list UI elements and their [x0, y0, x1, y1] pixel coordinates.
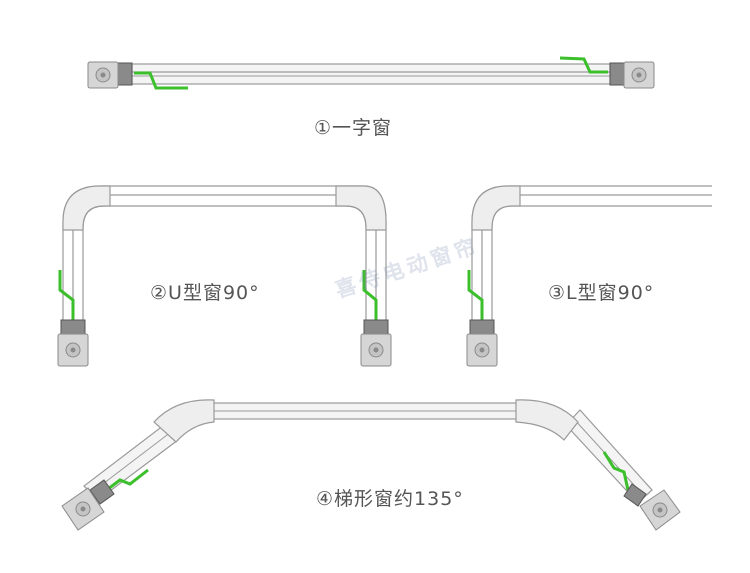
connector — [89, 479, 647, 507]
figure-label-u-shape: ②U型窗90° — [150, 282, 260, 304]
rail-corner-bend-icon — [153, 399, 579, 443]
curtain-motor-icon — [360, 333, 392, 367]
power-cable-icon — [467, 270, 484, 320]
rail — [83, 402, 653, 504]
power-cable-icon — [58, 270, 378, 320]
rail-corner-bend-icon — [62, 185, 387, 231]
figure-u-shape — [57, 185, 392, 367]
connector — [115, 62, 627, 86]
power-cable-icon — [134, 56, 608, 90]
figure-label-straight: ①一字窗 — [314, 117, 393, 139]
figure-straight — [87, 56, 655, 90]
figure-trapezoid — [61, 399, 681, 531]
figure-label-l-shape: ③L型窗90° — [548, 282, 655, 304]
rail-body — [131, 63, 611, 85]
connector — [60, 319, 389, 335]
connector — [469, 319, 495, 335]
power-cable-icon — [103, 451, 630, 494]
curtain-motor-icon — [57, 333, 89, 367]
curtain-motor-icon — [639, 489, 681, 531]
rail-corner-bend-icon — [471, 185, 521, 231]
rail — [131, 63, 611, 85]
curtain-motor-icon — [466, 333, 498, 367]
figure-label-trapezoid: ④梯形窗约135° — [316, 488, 464, 510]
figure-l-shape — [466, 185, 712, 367]
curtain-motor-icon — [87, 61, 119, 89]
curtain-motor-icon — [623, 61, 655, 89]
curtain-motor-icon — [61, 487, 105, 531]
